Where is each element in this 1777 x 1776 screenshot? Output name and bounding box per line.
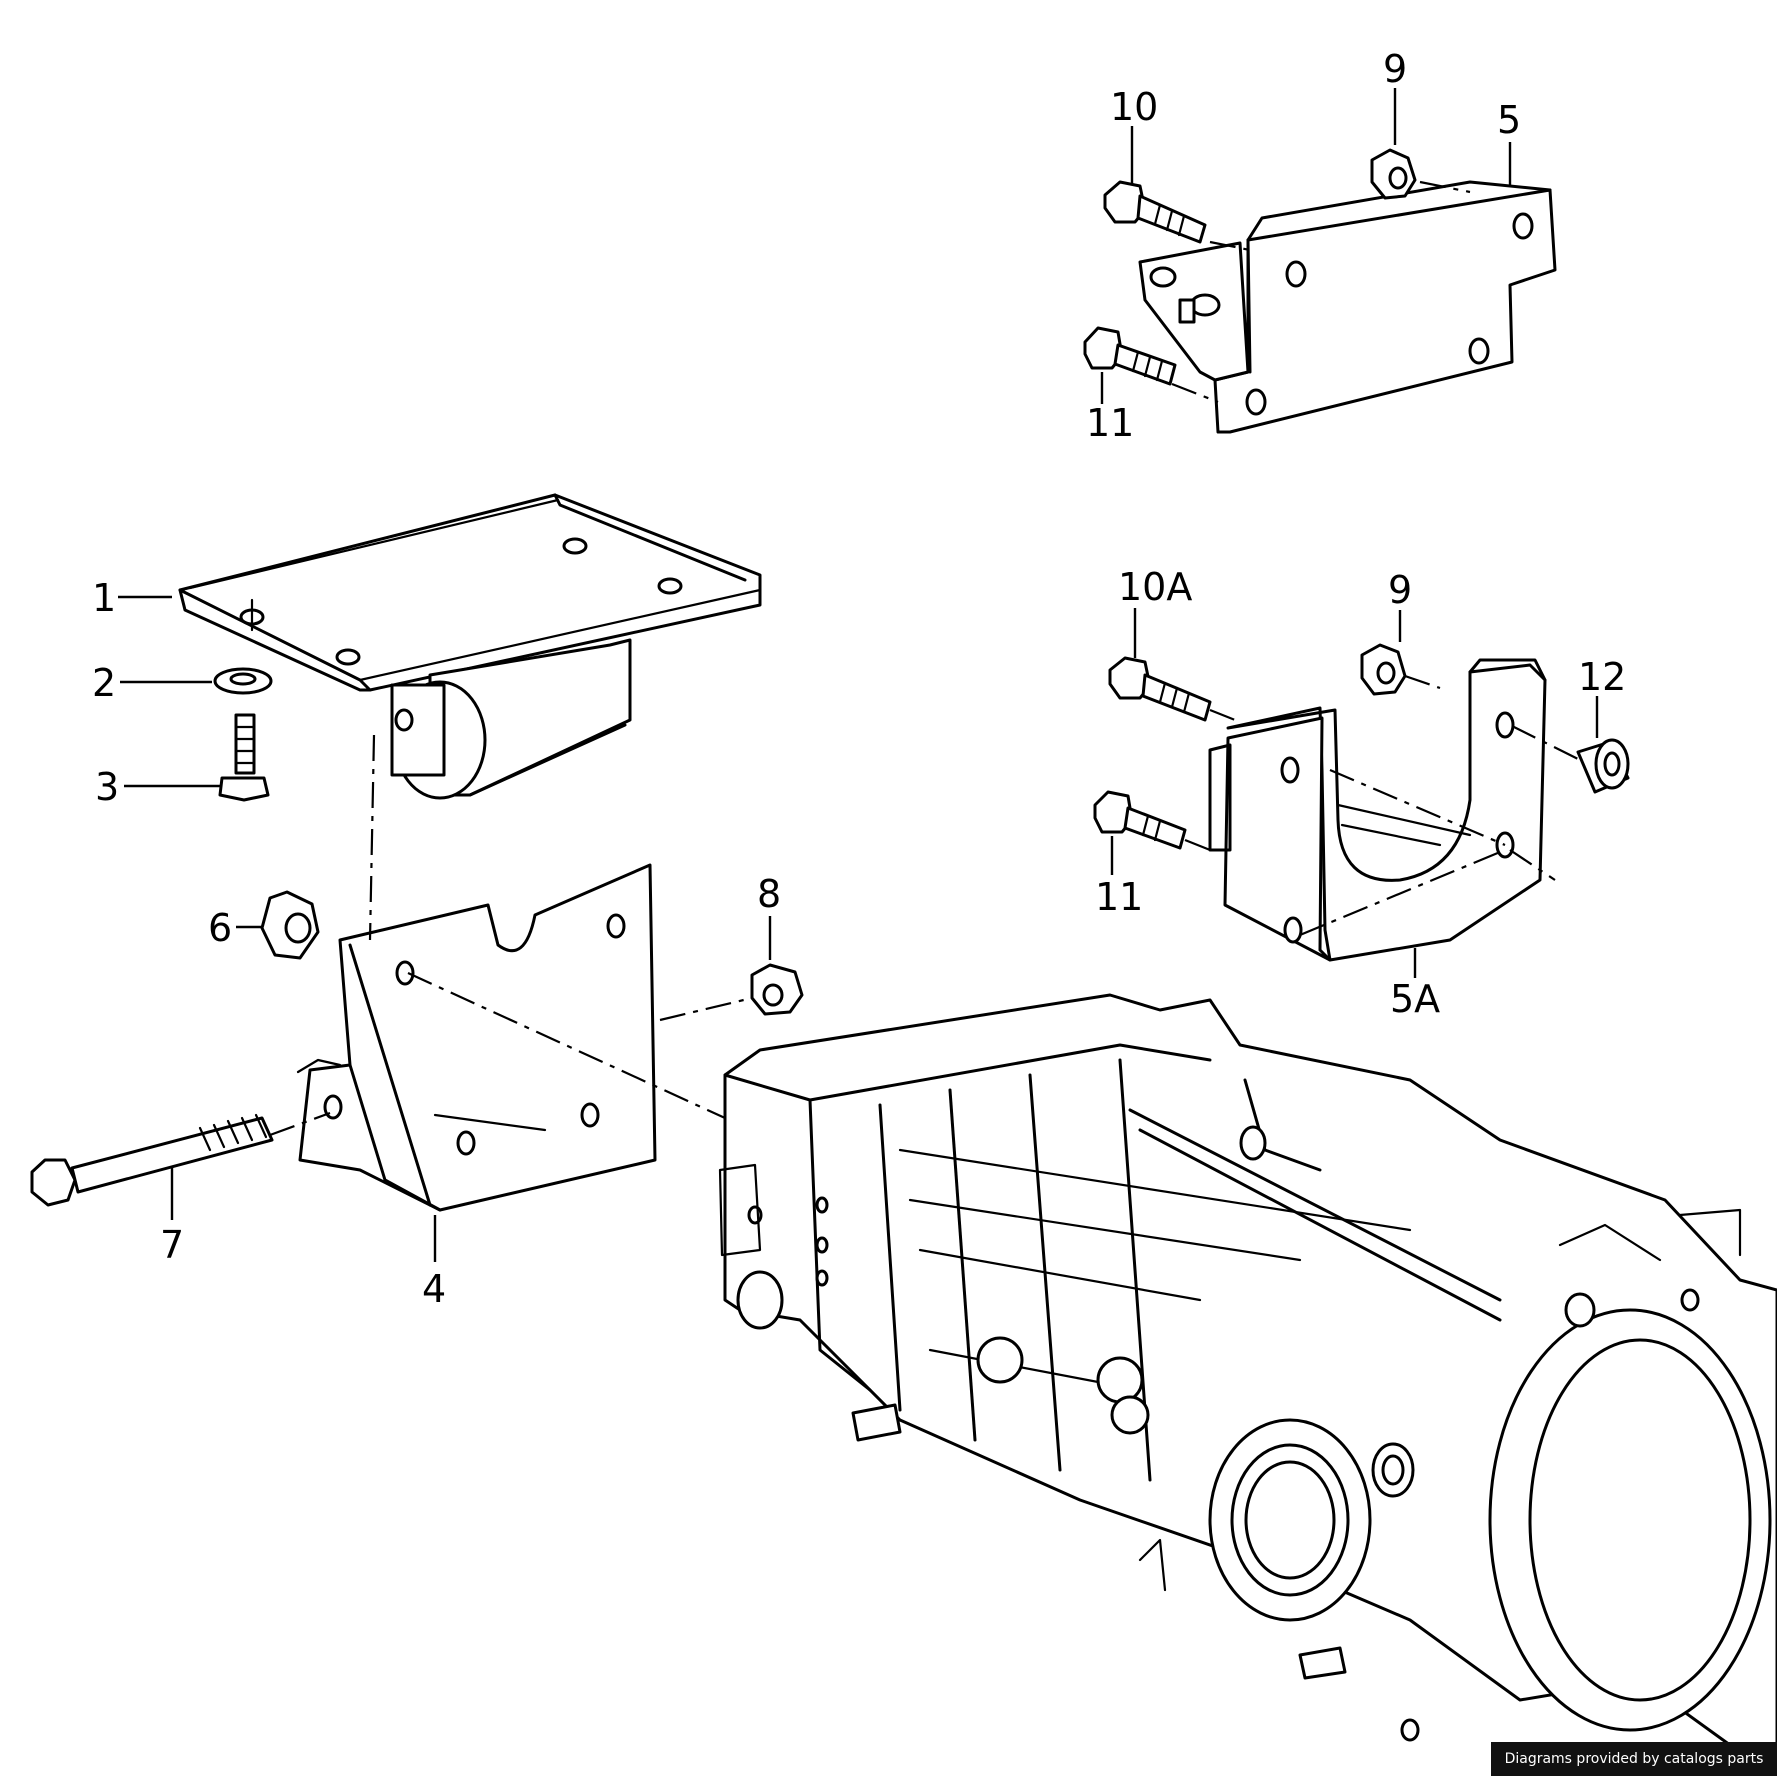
callout-10: 10 [1110,85,1158,129]
callout-9-top: 9 [1383,47,1407,91]
callout-11-mid: 11 [1095,875,1143,919]
callout-7: 7 [160,1223,184,1267]
diagram-credit-badge: Diagrams provided by catalogs parts [1491,1742,1777,1776]
callout-6: 6 [208,906,232,950]
transmission-housing [718,993,1777,1747]
part-12-spacer[interactable] [1576,738,1630,794]
callout-labels: 1 2 3 6 7 4 8 10 9 5 11 10A 9 12 11 5A [92,47,1626,1311]
callout-8: 8 [757,872,781,916]
part-5a-u-bracket[interactable] [1208,658,1547,962]
callout-3: 3 [95,765,119,809]
callout-5: 5 [1497,98,1521,142]
part-1-mounting-plate[interactable] [178,493,762,800]
part-3-bolt[interactable] [218,713,270,802]
part-11-bolt-mid[interactable] [1093,790,1187,850]
part-7-long-bolt[interactable] [30,1113,274,1207]
leader-lines [118,88,1599,1262]
part-4-bracket[interactable] [296,863,657,1212]
callout-9-mid: 9 [1388,568,1412,612]
callout-10a: 10A [1118,565,1192,609]
callout-2: 2 [92,661,116,705]
callout-11-top: 11 [1086,401,1134,445]
part-8-nut[interactable] [750,963,804,1016]
part-2-washer[interactable] [213,667,273,695]
part-6-nut[interactable] [260,890,320,960]
callout-5a: 5A [1390,977,1440,1021]
part-5-bracket-plate[interactable] [1138,180,1557,434]
part-11-bolt-top[interactable] [1083,326,1177,386]
callout-4: 4 [422,1267,446,1311]
part-10a-bolt[interactable] [1108,656,1212,722]
callout-1: 1 [92,576,116,620]
assembly-guide-lines [269,180,1581,1137]
part-10-bolt-top[interactable] [1103,180,1207,244]
part-9-nut-top[interactable] [1370,148,1417,200]
callout-12: 12 [1578,655,1626,699]
part-9-nut-mid[interactable] [1360,643,1407,696]
